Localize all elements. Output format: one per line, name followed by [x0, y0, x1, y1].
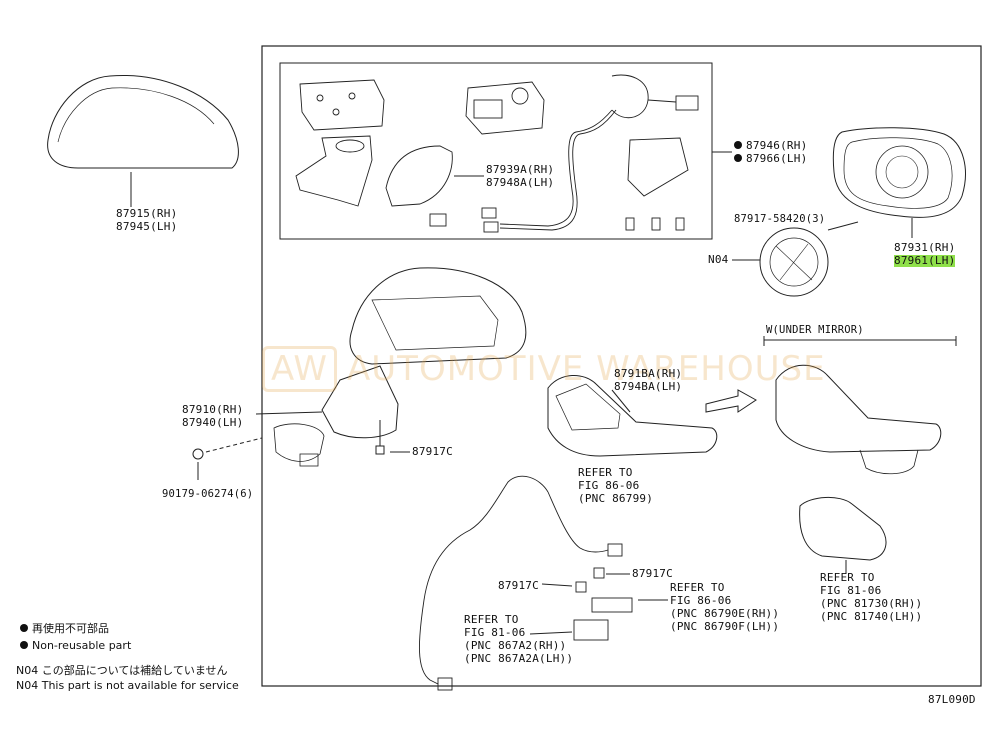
refer-86-06-a-1: REFER TO [578, 466, 633, 479]
refer-81-06-a-2[interactable]: FIG 81-06 [464, 626, 526, 639]
under-mirror-cover [775, 364, 942, 475]
refer-86-06-b-3: (PNC 86790E(RH)) [670, 607, 780, 620]
legend-bullet [20, 641, 28, 649]
label-cover-inner-rh[interactable]: 87939A(RH) [486, 163, 555, 176]
legend-n04-jp: N04 この部品については補給していません [16, 664, 228, 677]
legend-n04-en: N04 This part is not available for servi… [16, 679, 239, 692]
refer-81-06-a-4: (PNC 867A2A(LH)) [464, 652, 574, 665]
label-under-mirror: W(UNDER MIRROR) [766, 324, 864, 336]
label-kit-lh[interactable]: 87966(LH) [734, 153, 807, 165]
outer-mirror-assembly [273, 267, 527, 467]
diagram-code: 87L090D [928, 693, 976, 706]
refer-86-06-b-2[interactable]: FIG 86-06 [670, 594, 732, 607]
label-mirror-rh[interactable]: 87931(RH) [894, 241, 956, 254]
refer-81-06-b-3: (PNC 81730(RH)) [820, 597, 923, 610]
refer-81-06-a-3: (PNC 867A2(RH)) [464, 639, 567, 652]
refer-81-06-b-4: (PNC 81740(LH)) [820, 610, 923, 623]
refer-86-06-a-3: (PNC 86799) [578, 492, 654, 505]
label-cover-inner-lh[interactable]: 87948A(LH) [486, 176, 555, 189]
lower-cover-part [547, 375, 718, 457]
camera-parts [573, 567, 633, 641]
label-lower-cover-lh[interactable]: 8794BA(LH) [614, 380, 683, 393]
label-screw-main[interactable]: 87917-58420(3) [734, 213, 826, 225]
label-outer-mirror-rh[interactable]: 87910(RH) [182, 403, 244, 416]
non-reusable-bullet [734, 141, 742, 149]
label-screw-c3[interactable]: 87917C [498, 579, 539, 592]
actuator-n04 [759, 227, 829, 297]
mirror-cover-part [47, 74, 239, 169]
label-cover-lh[interactable]: 87945(LH) [116, 220, 178, 233]
label-cover-rh[interactable]: 87915(RH) [116, 207, 178, 220]
turn-signal-lamp [799, 497, 887, 561]
cable-harness [419, 475, 623, 691]
label-screw-c2[interactable]: 87917C [632, 567, 673, 580]
refer-86-06-a-2[interactable]: FIG 86-06 [578, 479, 640, 492]
label-screw-c1[interactable]: 87917C [412, 445, 453, 458]
non-reusable-bullet [734, 154, 742, 162]
cover-parts [295, 79, 453, 227]
watermark-text: AUTOMOTIVE WAREHOUSE [347, 349, 826, 389]
label-n04: N04 [708, 253, 729, 266]
under-mirror-bracket [763, 336, 957, 346]
label-lower-cover-rh[interactable]: 8791BA(RH) [614, 367, 683, 380]
label-clip[interactable]: 90179-06274(6) [162, 488, 254, 500]
label-kit-rh[interactable]: 87946(RH) [734, 140, 807, 152]
label-outer-mirror-lh[interactable]: 87940(LH) [182, 416, 244, 429]
kit-box [279, 62, 713, 240]
direction-arrow [705, 389, 757, 413]
refer-81-06-b-1: REFER TO [820, 571, 875, 584]
mirror-glass-part [832, 127, 966, 218]
wire-harness [481, 74, 699, 233]
refer-86-06-b-4: (PNC 86790F(LH)) [670, 620, 780, 633]
clip-part [192, 448, 204, 460]
watermark-mark: AW [262, 346, 338, 392]
legend-non-reusable-jp: 再使用不可部品 [20, 622, 109, 635]
refer-81-06-a-1: REFER TO [464, 613, 519, 626]
motor-unit [465, 81, 545, 135]
legend-bullet [20, 624, 28, 632]
screw-part [375, 420, 385, 455]
refer-81-06-b-2[interactable]: FIG 81-06 [820, 584, 882, 597]
refer-86-06-b-1: REFER TO [670, 581, 725, 594]
main-frame [261, 45, 982, 687]
label-mirror-lh[interactable]: 87961(LH) [894, 254, 956, 267]
legend-non-reusable-en: Non-reusable part [20, 639, 131, 652]
